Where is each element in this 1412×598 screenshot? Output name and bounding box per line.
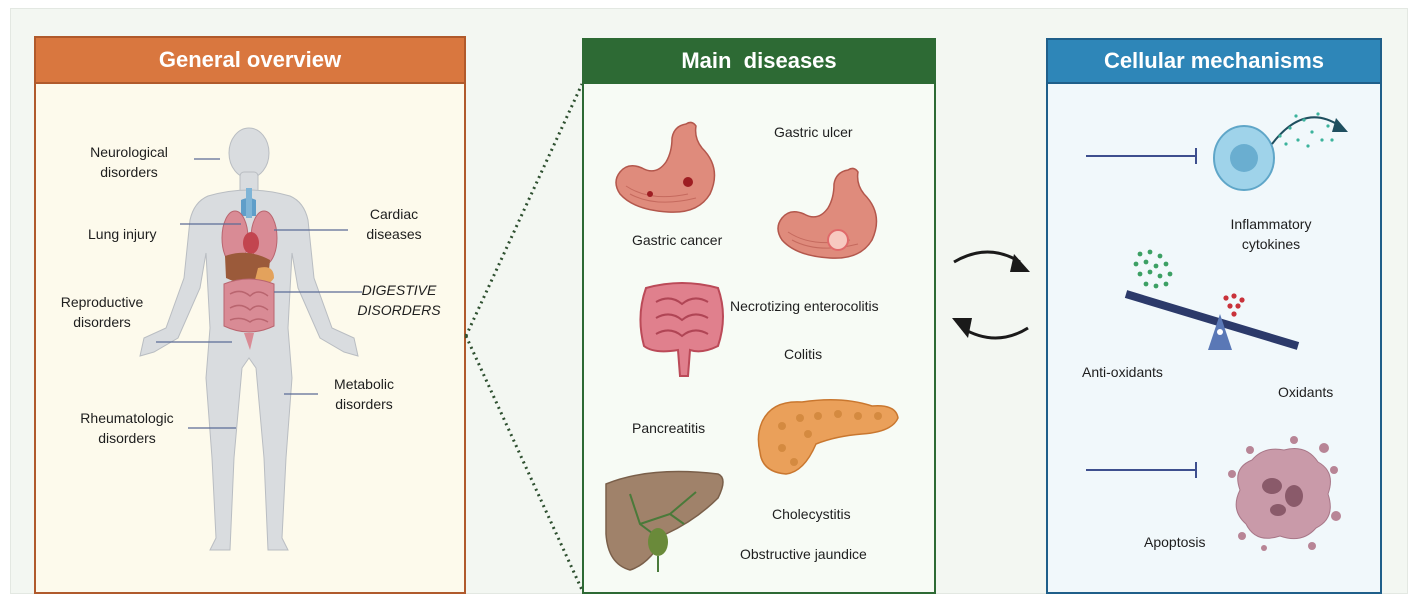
label-obstructive-jaundice: Obstructive jaundice	[740, 544, 867, 564]
label-cardiac-diseases: Cardiac diseases	[354, 204, 434, 244]
label-gastric-cancer: Gastric cancer	[632, 230, 722, 250]
label-neurological-disorders: Neurological disorders	[80, 142, 178, 182]
pancreas-icon	[752, 392, 902, 482]
apoptotic-cell-icon	[1224, 436, 1344, 556]
stomach-icon	[610, 118, 730, 218]
immune-cell-icon	[1204, 100, 1364, 200]
label-oxidants: Oxidants	[1278, 382, 1333, 402]
intestine-icon	[632, 276, 732, 386]
label-anti-oxidants: Anti-oxidants	[1082, 362, 1163, 382]
label-reproductive-disorders: Reproductive disorders	[50, 292, 154, 332]
label-gastric-ulcer: Gastric ulcer	[774, 122, 853, 142]
inhibition-arrow-cytokines-icon	[1084, 146, 1204, 166]
cellular-mechanisms-panel: Cellular mechanisms Inflammatory cytokin…	[1046, 38, 1382, 594]
label-pancreatitis: Pancreatitis	[632, 418, 705, 438]
label-lung-injury: Lung injury	[88, 224, 157, 244]
label-rheumatologic-disorders: Rheumatologic disorders	[70, 408, 184, 448]
liver-icon	[600, 464, 730, 574]
label-digestive-disorders: DIGESTIVE DISORDERS	[356, 280, 442, 320]
seesaw-balance-icon	[1120, 246, 1320, 366]
bidirectional-arrows-icon	[948, 244, 1038, 354]
main-diseases-title: Main diseases	[681, 48, 836, 74]
stomach-ulcer-icon	[772, 164, 892, 274]
main-diseases-panel: Main diseases Gastric ulcer Gastric canc…	[582, 38, 936, 594]
cellular-mechanisms-title: Cellular mechanisms	[1104, 48, 1324, 74]
label-metabolic-disorders: Metabolic disorders	[320, 374, 408, 414]
main-diseases-header: Main diseases	[584, 40, 934, 84]
label-apoptosis: Apoptosis	[1144, 532, 1205, 552]
label-cholecystitis: Cholecystitis	[772, 504, 851, 524]
cellular-mechanisms-header: Cellular mechanisms	[1048, 40, 1380, 84]
inhibition-arrow-apoptosis-icon	[1084, 460, 1204, 480]
general-overview-panel: General overview Neurological diso	[34, 36, 466, 594]
label-colitis: Colitis	[784, 344, 822, 364]
label-necrotizing-enterocolitis: Necrotizing enterocolitis	[730, 296, 879, 316]
